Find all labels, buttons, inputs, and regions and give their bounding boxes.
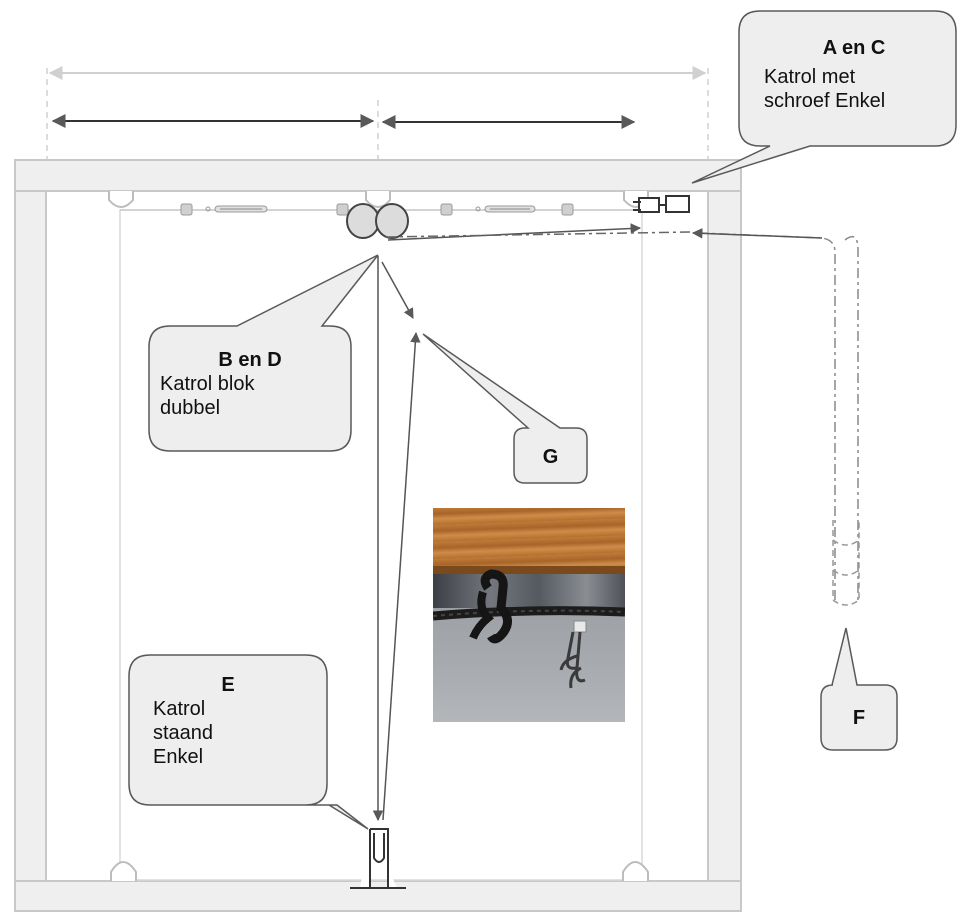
frame-left-post — [14, 190, 47, 882]
frame-bottom-beam — [14, 880, 742, 912]
callout-e-line3: Enkel — [153, 746, 204, 768]
eye-hook-bottom-left — [110, 861, 137, 881]
callout-g-bubble — [422, 333, 588, 484]
photo-background — [433, 574, 625, 608]
turnbuckle-left — [180, 203, 349, 216]
rope-to-right-pulley — [387, 223, 642, 241]
rope-f-path — [699, 232, 859, 600]
callout-bd-bubble — [148, 254, 379, 452]
pulley-standing-single — [350, 828, 406, 889]
pulley-block-double — [346, 203, 409, 239]
frame-right-post — [707, 190, 742, 882]
callout-ac-bubble — [691, 10, 957, 184]
eye-hook-top-left — [108, 191, 134, 208]
callout-ac-title: A en C — [822, 37, 886, 59]
frame-top-beam — [14, 159, 742, 192]
callout-e-title: E — [221, 674, 235, 696]
callout-ac-line1: Katrol met — [764, 66, 856, 88]
callout-f-title: F — [852, 707, 866, 729]
eye-hook-bottom-right — [622, 861, 649, 881]
callout-e-bubble — [128, 654, 369, 830]
callout-ac-body: Katrol met schroef Enkel — [764, 65, 949, 113]
photo-wood-plank — [433, 508, 625, 570]
callout-e-line1: Katrol — [153, 698, 206, 720]
callout-bd-text: B en D Katrol blok dubbel — [160, 348, 340, 420]
callout-f-bubble — [820, 627, 898, 751]
eye-hook-top-center — [365, 191, 391, 208]
photo-floor — [433, 608, 625, 722]
turnbuckle-right — [440, 203, 574, 216]
rope-up-from-e — [382, 331, 421, 821]
callout-bd-line1: Katrol blok — [160, 373, 255, 395]
rope-dashed-top — [385, 231, 691, 238]
callout-ac-text: A en C — [764, 36, 944, 60]
rope-to-top-right — [691, 228, 823, 239]
pulley-screw-single — [633, 195, 690, 213]
callout-g-title: G — [542, 446, 559, 468]
photo-rope-drawing — [433, 569, 625, 689]
callout-bd-title: B en D — [218, 349, 282, 371]
rope-knot-photo — [433, 508, 625, 722]
rope-f-end — [832, 520, 860, 606]
callout-e-line2: staand — [153, 722, 214, 744]
rope-to-g — [381, 261, 414, 319]
callout-ac-line2: schroef Enkel — [764, 90, 886, 112]
callout-bd-line2: dubbel — [160, 397, 221, 419]
callout-e-text: E Katrol staand Enkel — [153, 673, 313, 769]
